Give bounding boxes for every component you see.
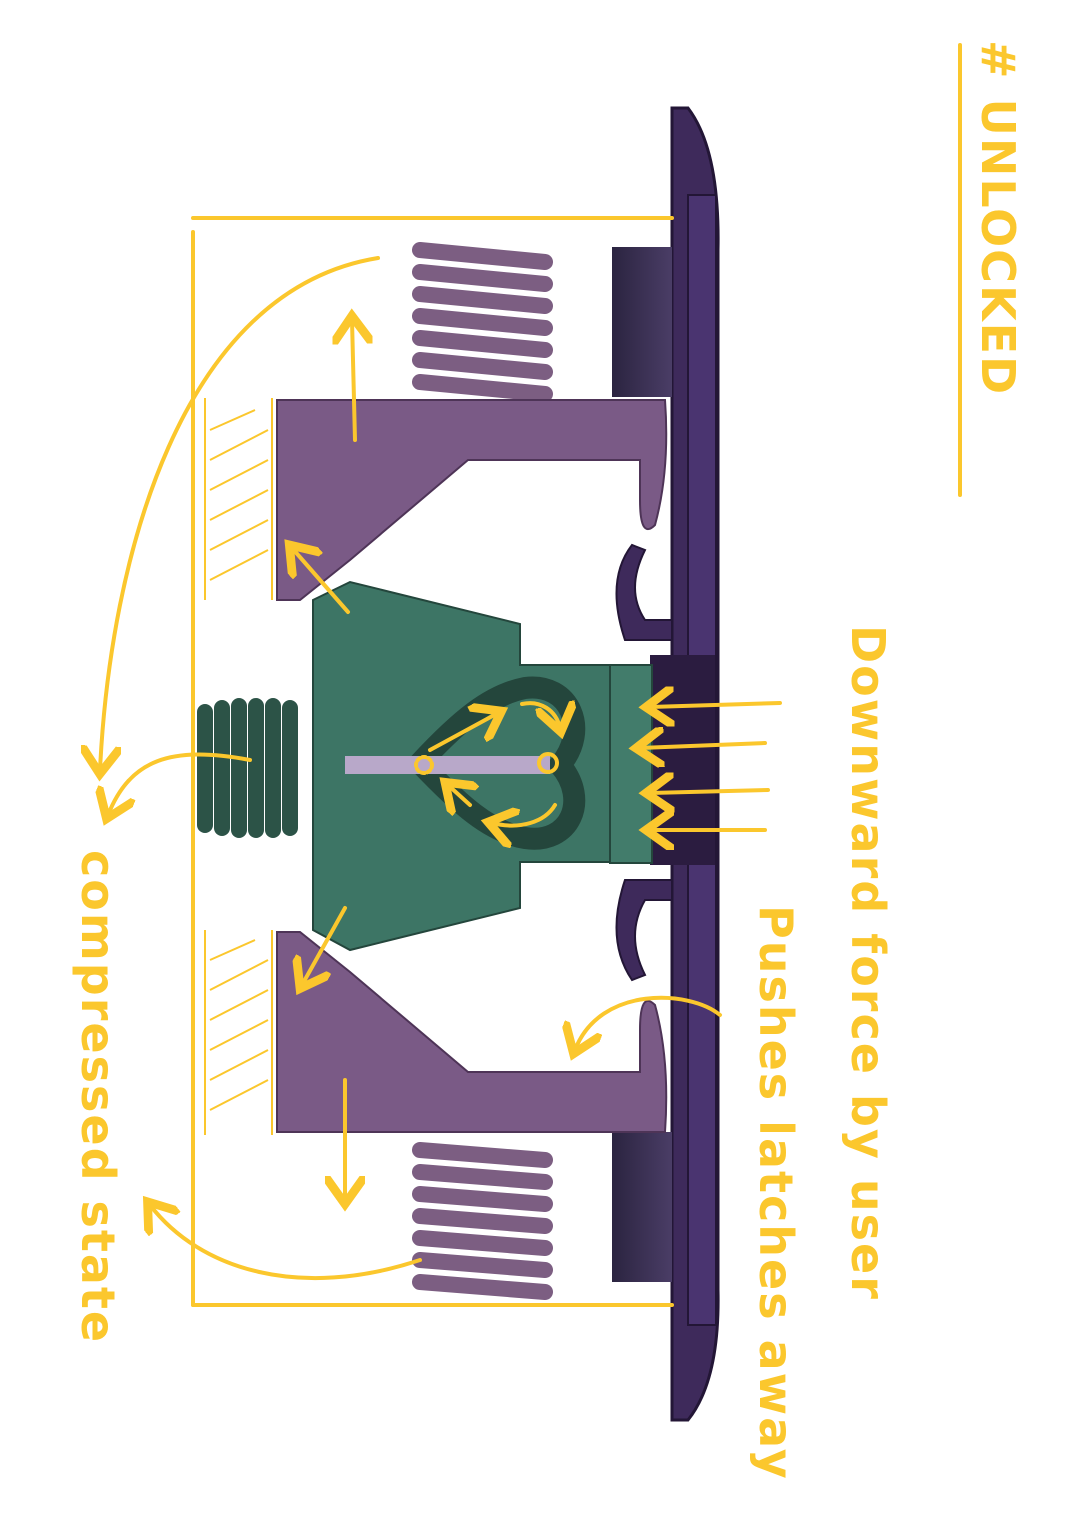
lower-frame-hook	[615, 879, 673, 982]
lower-guide-block	[612, 1132, 672, 1282]
upper-purple-spring	[412, 242, 553, 402]
annotation-strokes	[100, 43, 962, 1307]
force-note: Downward force by user	[841, 625, 895, 1301]
upper-latch	[276, 399, 668, 601]
base-plate	[650, 106, 720, 1422]
plunger-cap	[609, 664, 653, 864]
lower-purple-spring	[412, 1142, 553, 1300]
upper-frame-hook	[615, 543, 673, 641]
guide-pin	[345, 756, 550, 774]
state-title: # UNLOCKED	[971, 40, 1025, 396]
lower-hatched-zone	[204, 930, 273, 1135]
upper-guide-block	[612, 247, 672, 397]
green-spring	[197, 698, 298, 838]
latch-note: Pushes latches away	[749, 905, 803, 1481]
state-note: compressed state	[71, 850, 125, 1344]
lower-latch	[276, 931, 668, 1133]
upper-hatched-zone	[204, 398, 273, 600]
